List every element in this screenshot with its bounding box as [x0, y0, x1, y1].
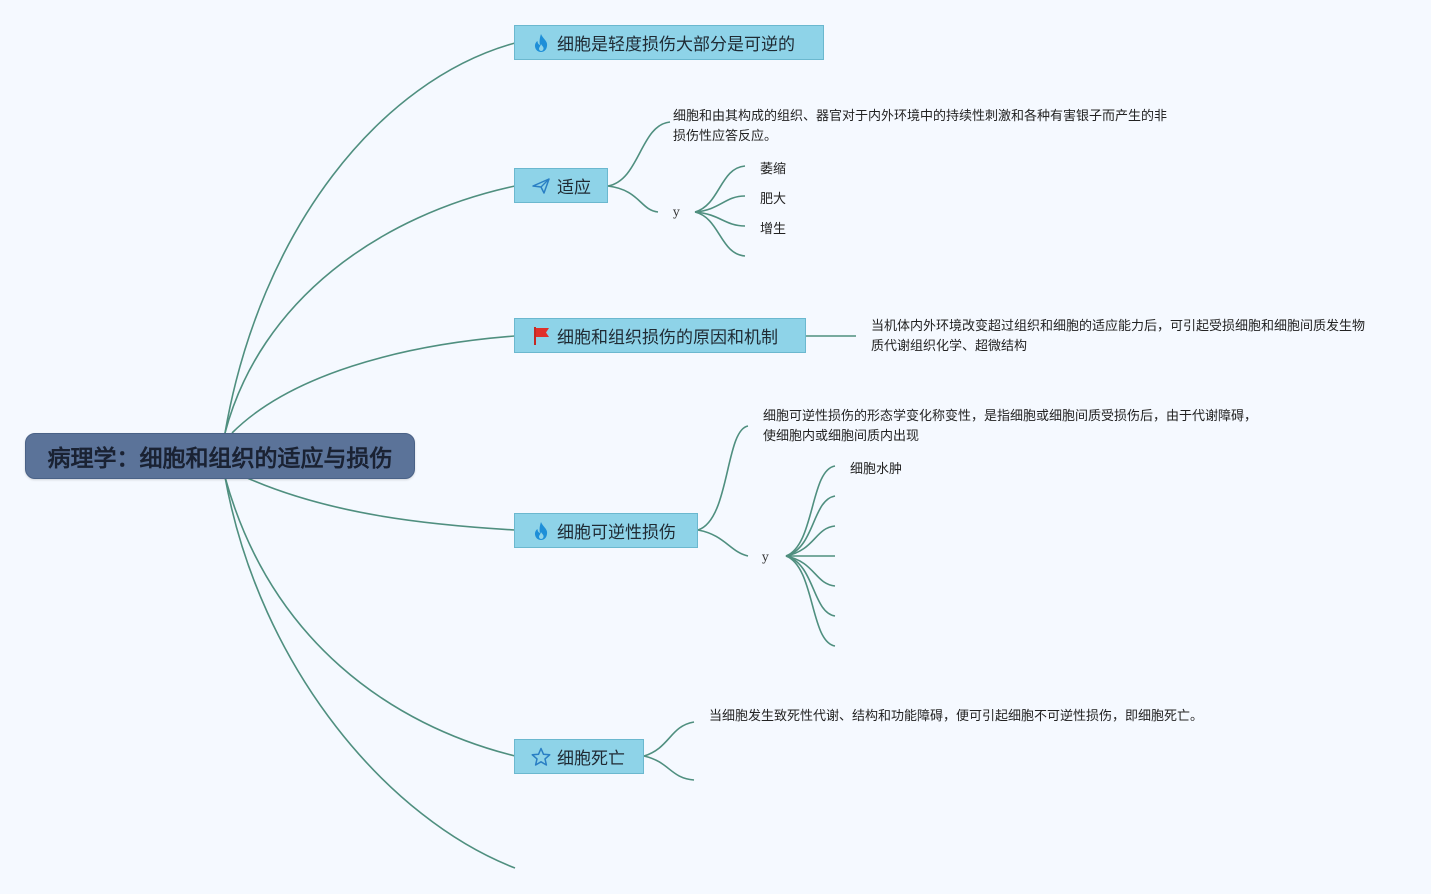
link-y2-c3 [785, 525, 836, 557]
reversible-injury-sub-label[interactable]: y [762, 550, 769, 564]
topic-label: 细胞是轻度损伤大部分是可逆的 [557, 35, 795, 55]
link-t2-y [607, 185, 659, 213]
root-topic[interactable]: 病理学：细胞和组织的适应与损伤 [25, 433, 415, 479]
root-topic-label: 病理学：细胞和组织的适应与损伤 [47, 446, 393, 472]
link-root-t5 [224, 476, 516, 757]
reversible-injury-note: 细胞可逆性损伤的形态学变化称变性，是指细胞或细胞间质受损伤后，由于代谢障碍，使细… [763, 409, 1258, 444]
topic-label: 细胞死亡 [557, 749, 625, 769]
link-t2-note [607, 121, 671, 187]
link-root-t3 [231, 335, 516, 434]
link-y2-c6 [785, 555, 836, 617]
link-root-t2 [224, 185, 516, 434]
leaf-hyperplasia[interactable]: 增生 [760, 222, 787, 237]
link-t4-y [697, 529, 749, 557]
topic-cell-death[interactable]: 细胞死亡 [514, 739, 644, 774]
link-root-t1 [224, 42, 516, 434]
injury-causes-note: 当机体内外环境改变超过组织和细胞的适应能力后，可引起受损细胞和细胞间质发生物质代… [871, 319, 1366, 354]
topic-reversible-injury[interactable]: 细胞可逆性损伤 [514, 513, 698, 548]
link-t5-note [643, 721, 695, 757]
link-t5-extra [643, 755, 695, 781]
adaptation-note: 细胞和由其构成的组织、器官对于内外环境中的持续性刺激和各种有害银子而产生的非损伤… [673, 109, 1168, 144]
link-y2-c2 [785, 495, 836, 557]
link-y2-c1 [785, 465, 836, 557]
link-root-t4 [244, 476, 516, 531]
adaptation-sub-label[interactable]: y [673, 205, 680, 219]
link-t4-note [697, 425, 749, 531]
star-icon [531, 747, 551, 767]
topic-injury-causes[interactable]: 细胞和组织损伤的原因和机制 [514, 318, 806, 353]
leaf-cell-edema[interactable]: 细胞水肿 [850, 462, 903, 477]
topic-label: 细胞可逆性损伤 [557, 523, 676, 543]
leaf-hypertrophy[interactable]: 肥大 [760, 192, 787, 207]
cell-death-note: 当细胞发生致死性代谢、结构和功能障碍，便可引起细胞不可逆性损伤，即细胞死亡。 [709, 709, 1204, 724]
topic-adaptation[interactable]: 适应 [514, 168, 608, 203]
red-flag-icon [531, 326, 551, 346]
link-y1-c1 [694, 165, 746, 213]
link-y1-c4 [694, 211, 746, 257]
link-y2-c5 [785, 555, 836, 587]
topic-label: 适应 [557, 178, 591, 198]
paper-plane-icon [531, 176, 551, 196]
link-y1-c3 [694, 211, 746, 227]
link-root-extra [224, 476, 516, 869]
link-y1-c2 [694, 195, 746, 213]
fire-icon [531, 521, 551, 541]
fire-icon [531, 33, 551, 53]
leaf-atrophy[interactable]: 萎缩 [760, 162, 787, 177]
topic-label: 细胞和组织损伤的原因和机制 [557, 328, 778, 348]
topic-reversible-mild-injury[interactable]: 细胞是轻度损伤大部分是可逆的 [514, 25, 824, 60]
link-y2-c7 [785, 555, 836, 647]
